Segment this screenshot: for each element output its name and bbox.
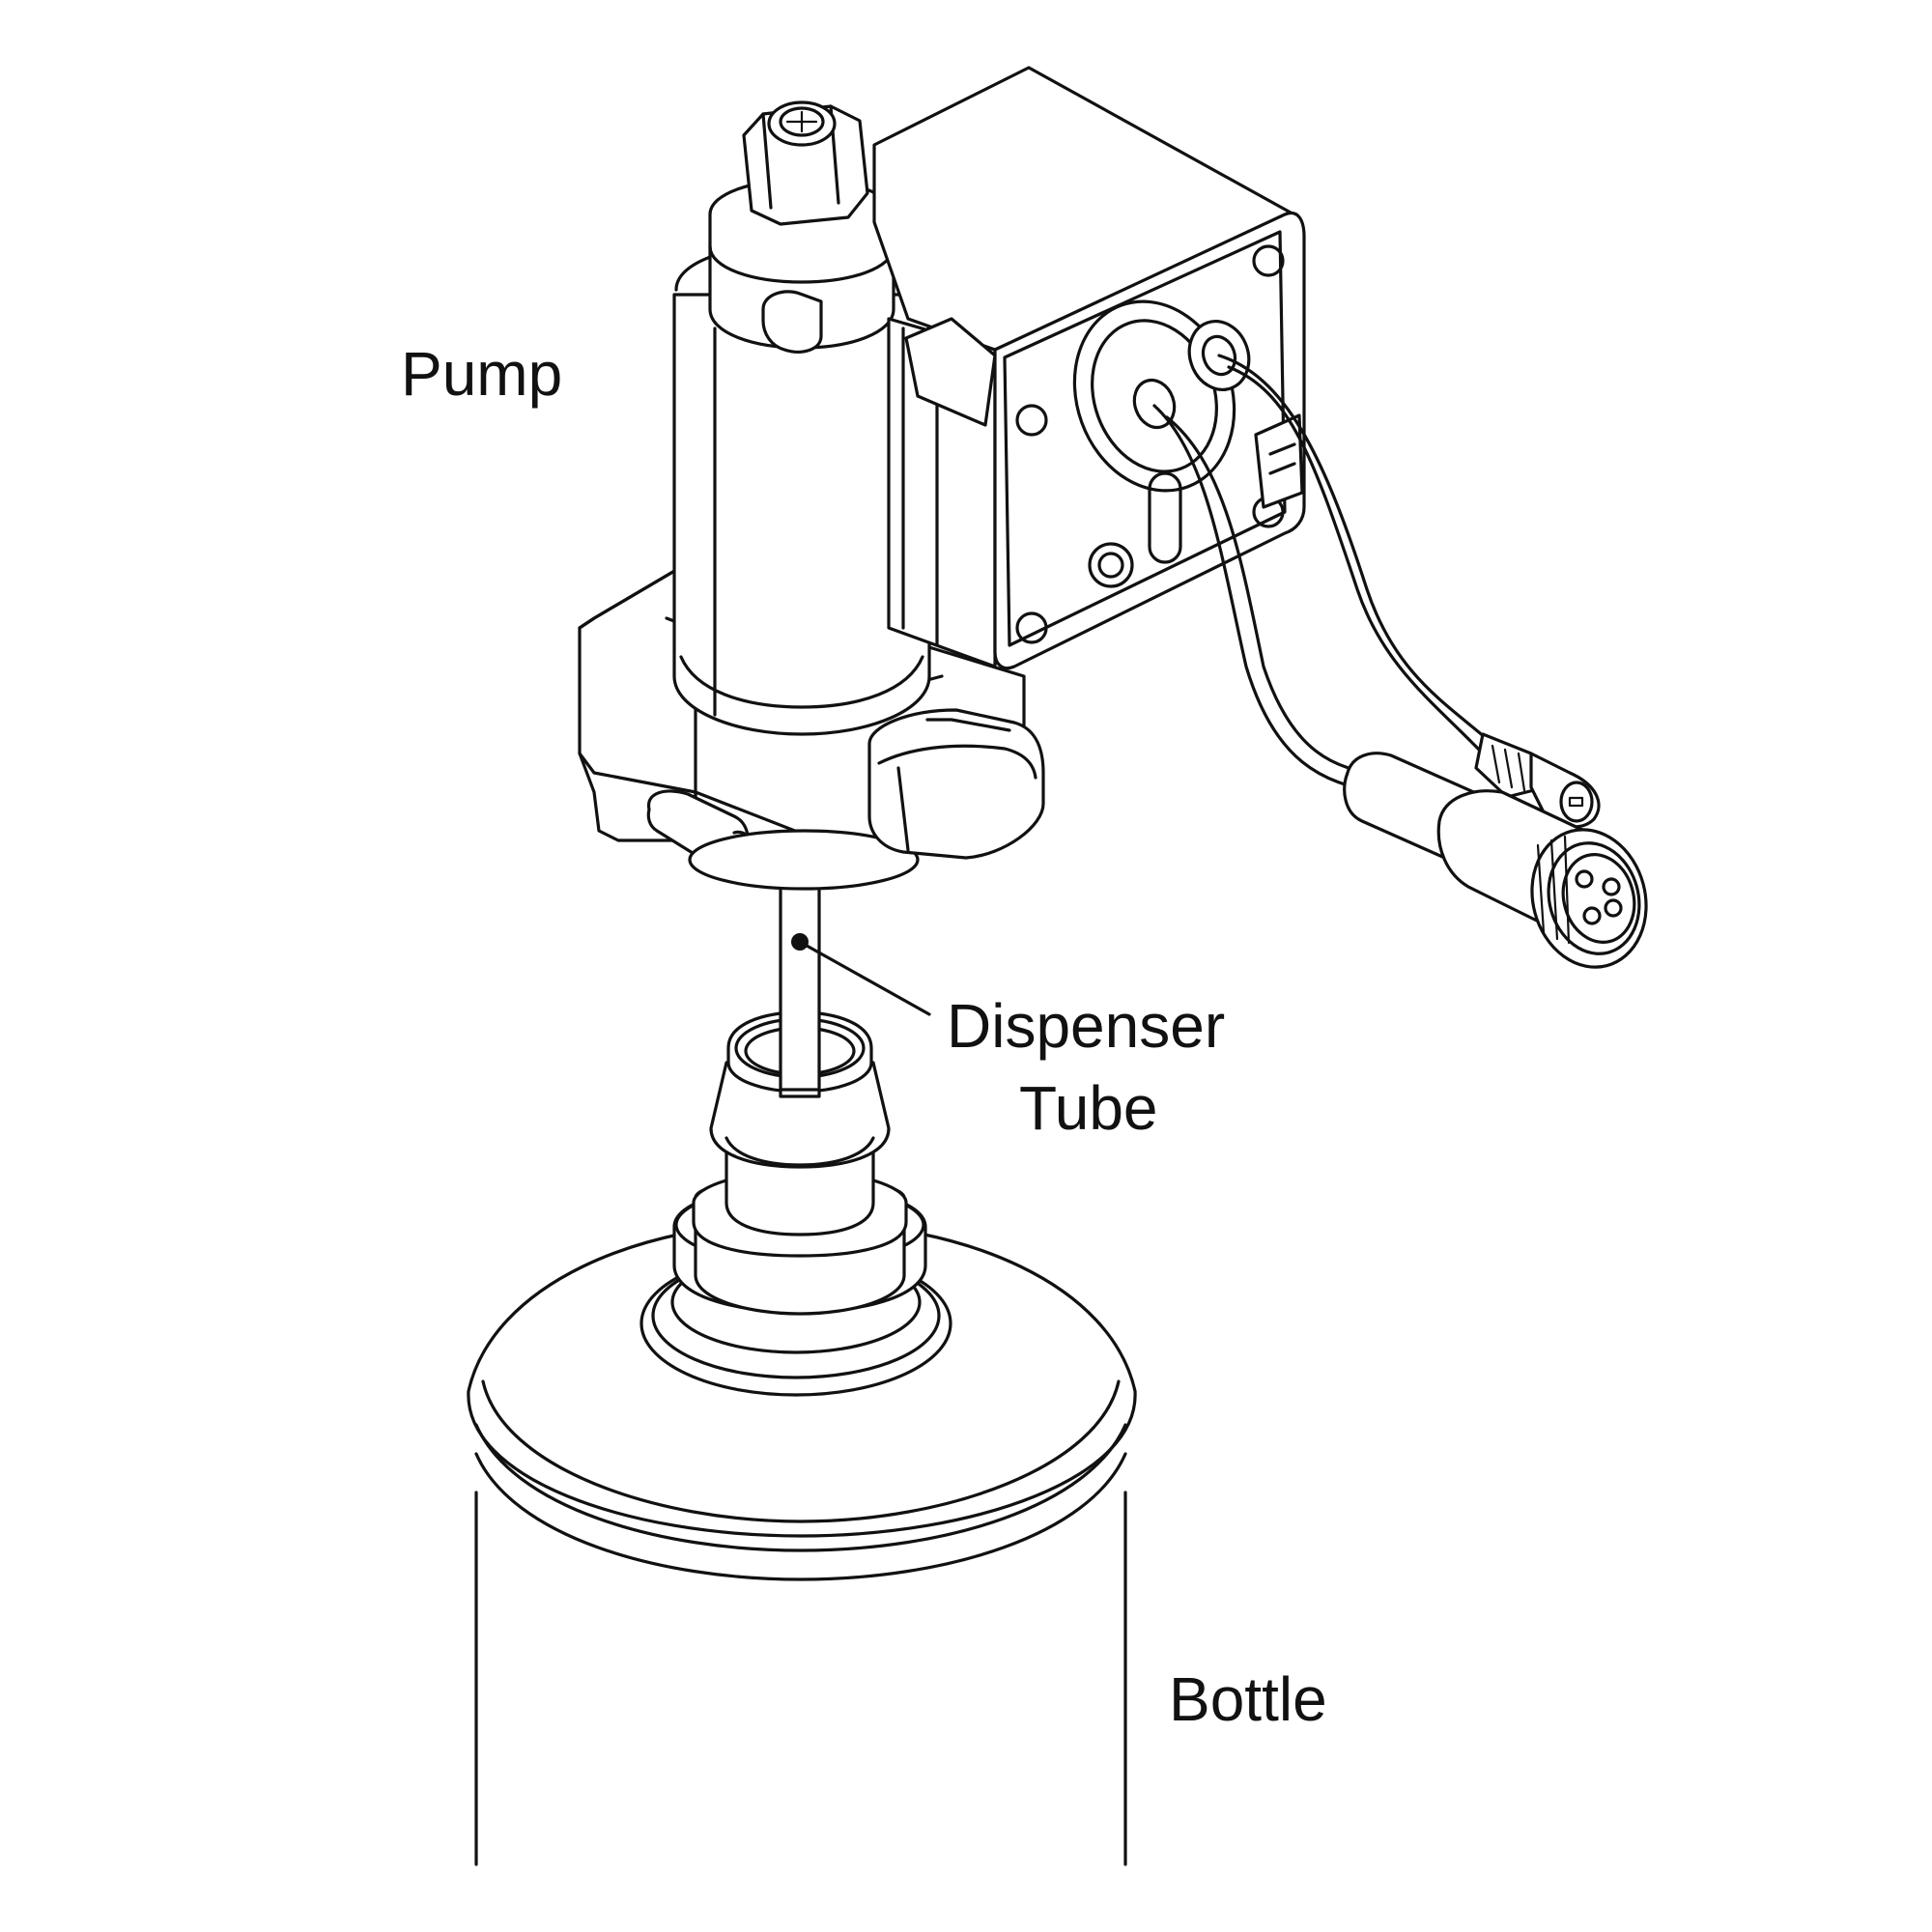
- pump-label: Pump: [401, 339, 563, 409]
- dispenser-tube: [779, 882, 821, 1098]
- pump-cables: [1152, 354, 1648, 969]
- dispenser-tube-label-line1: Dispenser: [947, 991, 1226, 1061]
- bottle-label: Bottle: [1169, 1664, 1327, 1734]
- dispenser-tube-leader: [791, 933, 931, 1016]
- motor-housing: [872, 66, 1306, 670]
- bottle-adapter: [672, 1010, 927, 1316]
- pump-top-cap: [708, 100, 895, 354]
- dispenser-tube-label-line2: Tube: [1019, 1073, 1158, 1143]
- bottle: [467, 1220, 1137, 1866]
